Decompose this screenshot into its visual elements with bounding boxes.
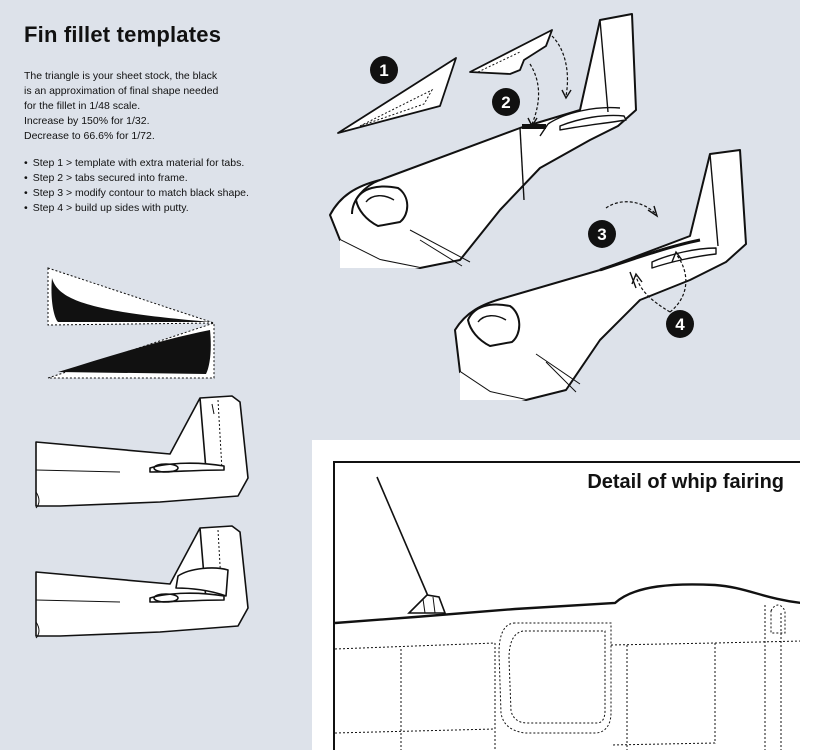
intro-line: The triangle is your sheet stock, the bl… <box>24 70 218 82</box>
intro-line: for the fillet in 1/48 scale. <box>24 100 141 112</box>
step-item: Step 3 > modify contour to match black s… <box>24 186 249 201</box>
tail-side-view-2 <box>35 525 249 639</box>
fuselage-highlight <box>340 240 420 268</box>
fuselage-panel-lines-lower <box>535 353 581 393</box>
step-4-arrow-b <box>635 275 671 313</box>
step-badge-label: 3 <box>597 225 606 244</box>
step-badge-1: 1 <box>370 56 398 84</box>
step-badge-2: 2 <box>492 88 520 116</box>
intro-line: Increase by 150% for 1/32. <box>24 115 150 127</box>
panel-lines-right <box>610 640 800 750</box>
fuselage-highlight-lower <box>460 372 526 400</box>
step-4-arrow-a <box>669 253 687 313</box>
detail-title: Detail of whip fairing <box>587 471 784 493</box>
page-title: Fin fillet templates <box>24 22 222 47</box>
step-item: Step 2 > tabs secured into frame. <box>24 171 249 186</box>
step-badge-label: 2 <box>501 93 510 112</box>
whip-antenna <box>376 476 432 604</box>
canopy-panel-outline <box>498 622 612 734</box>
step-badge-3: 3 <box>588 220 616 248</box>
step-badge-4: 4 <box>666 310 694 338</box>
template-lower <box>47 322 215 379</box>
fuselage-spine-line <box>335 583 800 625</box>
fuselage-panel-lines <box>409 229 471 267</box>
step-3-arrow <box>605 201 657 215</box>
step-list: Step 1 > template with extra material fo… <box>24 156 249 216</box>
step-item: Step 1 > template with extra material fo… <box>24 156 249 171</box>
step-badge-label: 4 <box>675 315 685 334</box>
step-badge-label: 1 <box>379 61 388 80</box>
whip-antenna-fairing <box>407 594 447 614</box>
intro-text: The triangle is your sheet stock, the bl… <box>24 69 284 144</box>
whip-fairing-detail-panel: Detail of whip fairing <box>333 461 800 750</box>
whip-fairing-drawing <box>335 476 800 750</box>
template-piece-1 <box>337 57 457 134</box>
tail-side-view-1 <box>35 395 249 509</box>
intro-line: Decrease to 66.6% for 1/72. <box>24 130 155 142</box>
intro-line: is an approximation of final shape neede… <box>24 85 219 97</box>
template-piece-2 <box>469 29 572 129</box>
template-upper <box>47 267 215 326</box>
fuselage-perspective-upper <box>329 13 637 269</box>
panel-lines-left <box>335 642 496 750</box>
step-item: Step 4 > build up sides with putty. <box>24 201 249 216</box>
